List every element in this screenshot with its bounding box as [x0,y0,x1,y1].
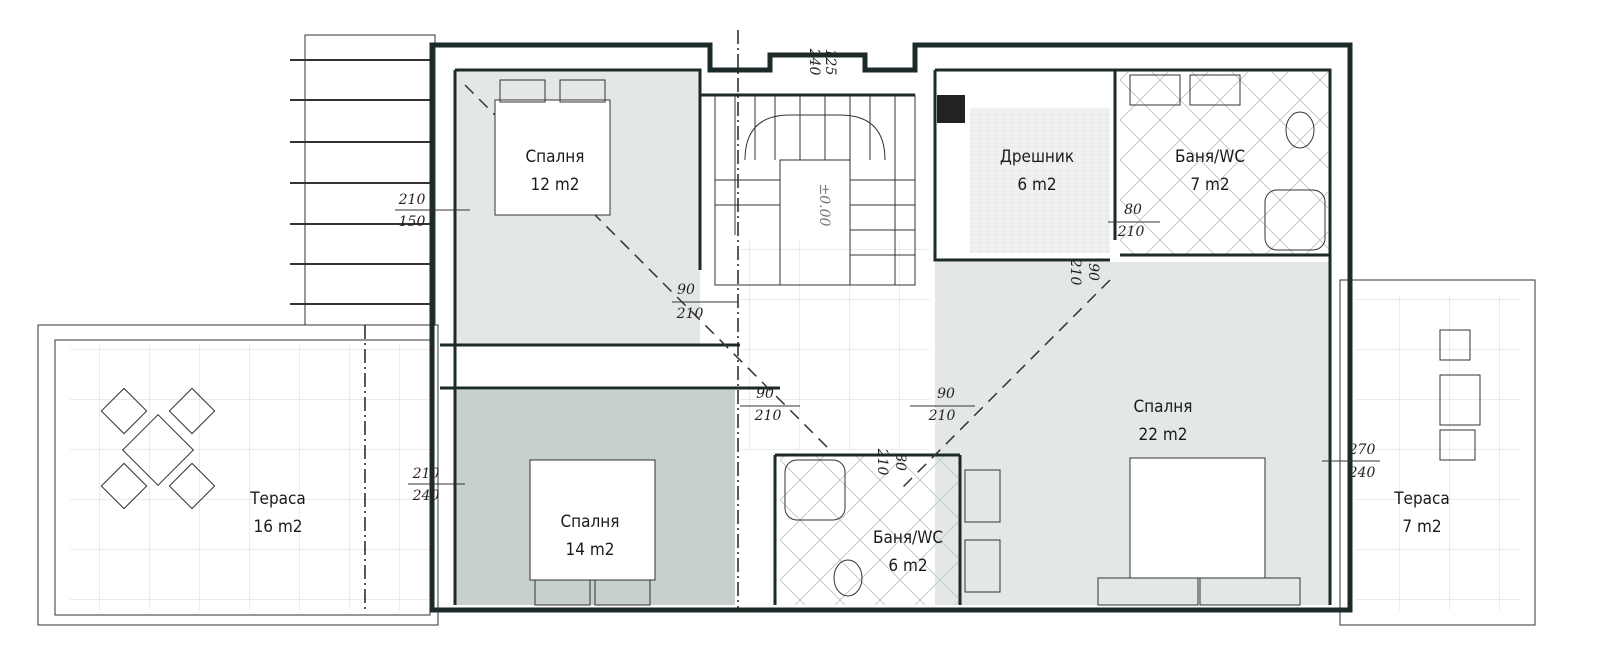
svg-text:210: 210 [676,306,704,322]
room-area: 14 m2 [566,540,615,560]
svg-text:210: 210 [398,192,426,208]
svg-text:210: 210 [928,408,956,424]
dimension-window-top: 125 240 [806,48,838,76]
level-mark: ±0.00 [816,184,832,227]
svg-text:90: 90 [677,282,695,298]
svg-text:90: 90 [937,386,955,402]
svg-text:240: 240 [806,48,822,76]
dimension-door: 210 80 [874,448,908,476]
dimension-terrace-door: 210 240 [408,466,465,504]
table-with-chairs [100,387,216,510]
staircase [714,94,916,286]
room-area: 16 m2 [254,517,303,537]
wardrobe-fill [970,108,1110,253]
walls [429,42,1353,613]
chimney-icon [937,95,965,123]
sink [964,469,1001,523]
room-name: Спалня [560,512,619,532]
diagonal-line [899,279,1111,491]
svg-text:210: 210 [412,466,440,482]
bed [1097,457,1301,606]
dimension-door: 80 210 [1108,202,1160,240]
bath-6-fill [780,455,960,605]
room-area: 22 m2 [1139,425,1188,445]
sink [964,539,1001,593]
room-area: 12 m2 [531,175,580,195]
svg-text:210: 210 [874,448,890,476]
room-name: Баня/WC [1175,147,1245,167]
terrace-left [37,324,439,626]
svg-text:150: 150 [399,214,426,230]
dimension-door: 90 210 [740,386,800,424]
shower [784,459,846,521]
svg-text:210: 210 [754,408,782,424]
shower [1264,189,1326,251]
pergola [290,34,436,326]
room-area: 7 m2 [1190,175,1229,195]
room-name: Спалня [1133,397,1192,417]
bed [529,459,656,606]
toilet [833,559,863,597]
svg-text:80: 80 [1124,202,1142,218]
svg-text:240: 240 [1348,465,1376,481]
svg-text:240: 240 [412,488,440,504]
terrace-right [1339,279,1536,626]
svg-text:270: 270 [1348,442,1376,458]
svg-text:90: 90 [1085,263,1101,281]
svg-text:80: 80 [892,453,908,471]
svg-text:125: 125 [822,49,838,76]
chairs [1439,329,1481,461]
dimension-door: 90 210 [910,386,975,424]
dimension-window-left: 210 150 [395,192,470,230]
dimension-door: 90 210 [672,282,738,322]
room-name: Тераса [1393,489,1450,509]
room-area: 6 m2 [1017,175,1056,195]
room-name: Тераса [249,489,306,509]
room-area: 7 m2 [1402,517,1441,537]
hall-fill [740,240,930,450]
dimension-terrace-door: 270 240 [1322,442,1380,481]
sink [1129,74,1181,106]
room-name: Спалня [525,147,584,167]
bath-7-fill [1120,70,1330,255]
sink [1189,74,1241,106]
room-name: Баня/WC [873,528,943,548]
svg-text:210: 210 [1117,224,1145,240]
dimension-door: 210 90 [1067,258,1101,286]
room-area: 6 m2 [888,556,927,576]
room-name: Дрешник [1000,147,1074,167]
bed [494,79,611,216]
svg-text:210: 210 [1067,258,1083,286]
toilet [1285,111,1315,149]
svg-text:90: 90 [756,386,774,402]
